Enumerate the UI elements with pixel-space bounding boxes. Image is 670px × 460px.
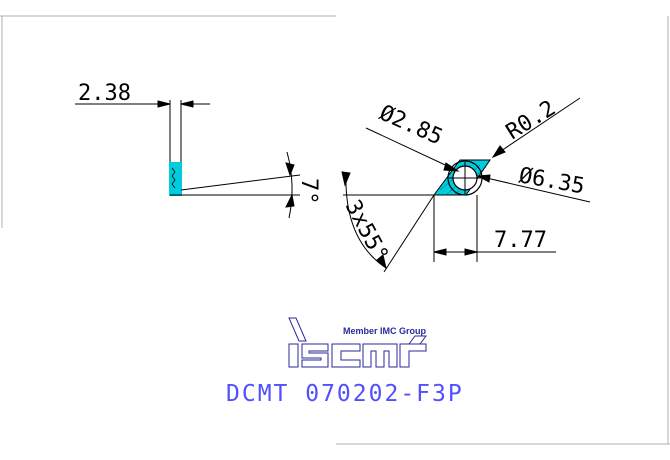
drawing-frame [0,15,670,445]
top-view-leaders [341,97,591,273]
dimension-label-7-77: 7.77 [494,228,547,253]
dimension-label-dia-2-85: Ø2.85 [376,101,447,151]
dimension-label-2-38: 2.38 [78,81,131,106]
part-number: DCMT 070202-F3P [226,381,464,407]
dimension-label-7-deg: 7° [296,178,321,205]
dim-7-deg [285,151,295,219]
dimension-label-3x55-deg: 3x55° [340,196,393,266]
dimension-label-dia-6-35: Ø6.35 [517,163,587,199]
insert-side-view [169,100,301,196]
logo-tagline: Member IMC Group [343,326,427,336]
dimension-label-r0-2: R0.2 [502,96,560,145]
dim-2-38 [75,100,210,108]
insert-top-view [433,159,491,196]
iscar-logo [288,317,427,368]
